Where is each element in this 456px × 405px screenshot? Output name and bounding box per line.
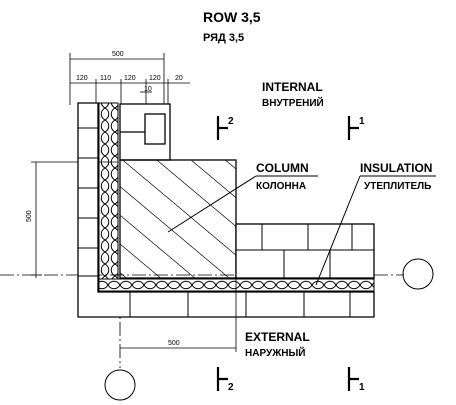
axis-bubble-bottom	[104, 369, 136, 401]
dim-top-seg-2: 110	[100, 75, 111, 82]
inner-block-wall-top	[119, 103, 171, 161]
section-mark-upper-right-label: 1	[359, 116, 365, 127]
top-dimension-chain	[69, 53, 190, 105]
label-internal-en: INTERNAL	[262, 80, 323, 94]
column	[119, 159, 374, 279]
dim-top-inner: 10	[144, 86, 152, 93]
dim-top-total: 500	[112, 51, 124, 58]
label-insulation-ru: УТЕПЛИТЕЛЬ	[364, 181, 431, 192]
leader-column	[167, 175, 318, 233]
label-external-en: EXTERNAL	[245, 330, 310, 344]
leader-insulation	[315, 175, 436, 286]
axis-bubble-right	[402, 258, 434, 290]
section-mark-lower-right-label: 1	[359, 382, 365, 393]
label-column-ru: КОЛОННА	[256, 181, 306, 192]
inner-brick-joints	[236, 224, 374, 278]
label-insulation-en: INSULATION	[360, 161, 432, 175]
insulation-horizontal	[98, 278, 375, 292]
inner-brickwork-right	[235, 223, 375, 279]
dim-top-seg-4: 120	[149, 75, 161, 82]
label-external-ru: НАРУЖНЫЙ	[245, 346, 305, 359]
title-en: ROW 3,5	[203, 9, 261, 25]
outer-brick-joints	[78, 127, 351, 317]
label-internal-ru: ВНУТРЕНИЙ	[262, 96, 324, 109]
dim-left-vertical: 500	[26, 210, 33, 222]
dim-bottom: 500	[168, 340, 180, 347]
label-column-en: COLUMN	[256, 161, 309, 175]
dim-top-seg-5: 20	[175, 75, 183, 82]
bottom-dimension	[120, 272, 237, 352]
dim-top-seg-3: 120	[124, 75, 136, 82]
section-mark-lower-right	[347, 367, 359, 391]
outer-brickwork	[77, 102, 375, 318]
section-mark-upper-right	[347, 116, 359, 140]
section-mark-upper-left	[216, 116, 228, 140]
section-mark-lower-left-label: 2	[228, 382, 234, 393]
insulation-vertical	[98, 102, 119, 280]
dim-top-seg-1: 120	[76, 75, 88, 82]
section-mark-lower-left	[216, 367, 228, 391]
title-ru: РЯД 3,5	[203, 32, 244, 44]
section-mark-upper-left-label: 2	[228, 116, 234, 127]
